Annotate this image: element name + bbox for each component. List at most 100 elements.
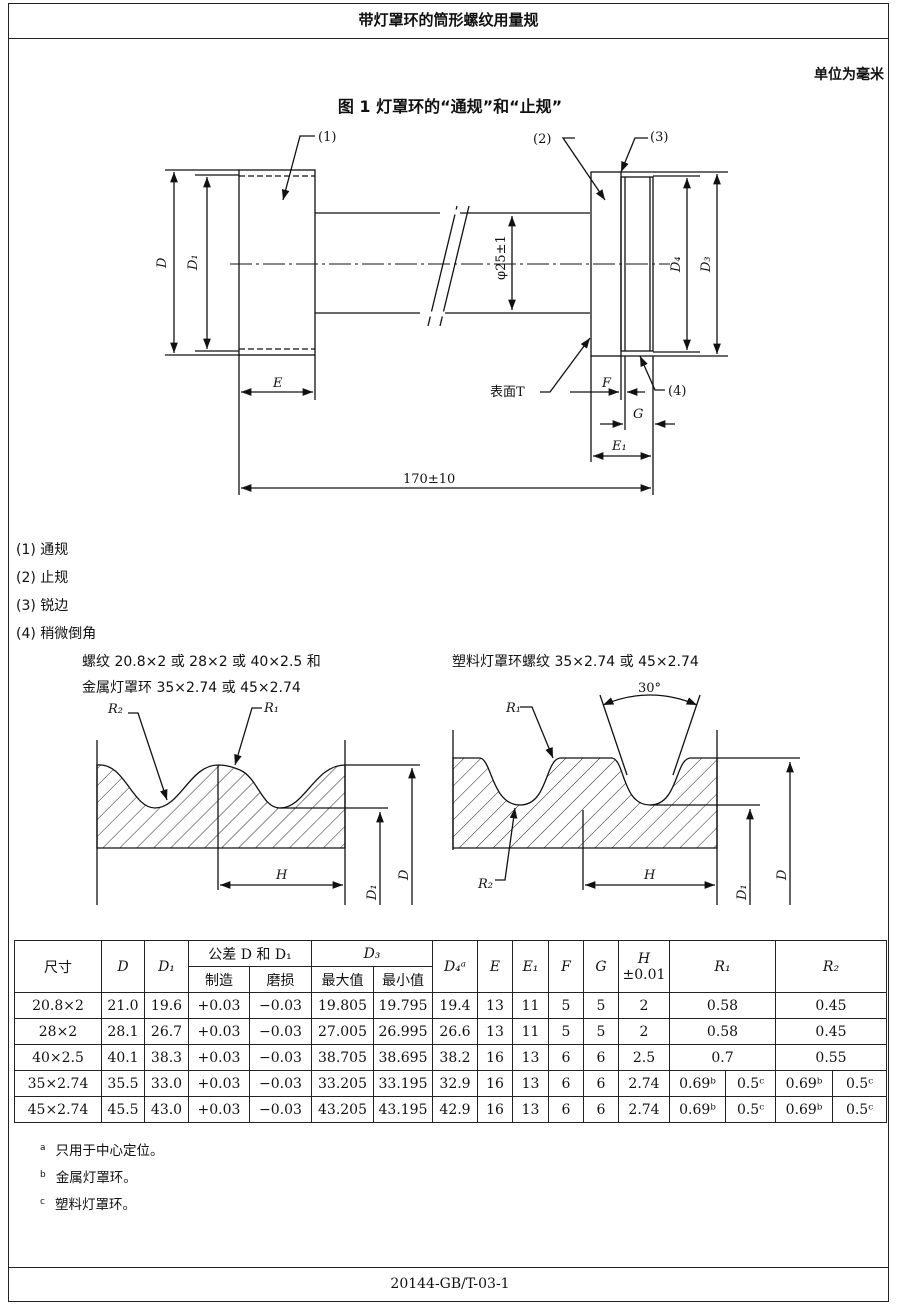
table-cell: 5 (548, 992, 584, 1019)
header-E1: E₁ (522, 958, 539, 975)
header-D3: D₃ (363, 945, 381, 962)
table-cell: −0.03 (249, 992, 312, 1019)
legend-item: (2) 止规 (16, 570, 69, 586)
callout-4: (4) (668, 384, 686, 399)
table-cell: 5 (583, 1018, 619, 1045)
table-cell: 13 (477, 1018, 513, 1045)
header-H-tol: ±0.01 (622, 966, 666, 983)
label-H-right: H (643, 868, 656, 883)
table-cell: 0.5ᶜ (725, 1070, 776, 1097)
table-cell: 45.5 (101, 1096, 145, 1123)
table-cell: 13 (512, 1096, 549, 1123)
table-cell: 6 (548, 1044, 584, 1071)
table-cell: 0.5ᶜ (832, 1070, 887, 1097)
table-cell: 6 (583, 1070, 619, 1097)
table-cell: 35×2.74 (14, 1070, 102, 1097)
table-cell: 5 (583, 992, 619, 1019)
table-cell: 0.58 (669, 1018, 776, 1045)
dim-G: G (633, 407, 643, 422)
header-F: F (561, 958, 571, 975)
header-wear: 磨损 (249, 966, 312, 993)
table-cell: 43.205 (311, 1096, 374, 1123)
table-cell: 16 (477, 1044, 513, 1071)
table-cell: 6 (548, 1070, 584, 1097)
label-angle: 30° (638, 681, 661, 696)
label-R1-left: R₁ (263, 701, 279, 716)
table-cell: 43.0 (144, 1096, 189, 1123)
table-cell: 35.5 (101, 1070, 145, 1097)
table-cell: 0.55 (775, 1044, 887, 1071)
table-cell: 26.6 (432, 1018, 478, 1045)
table-cell: 28.1 (101, 1018, 145, 1045)
dim-E: E (272, 376, 283, 391)
dim-D4: D₄ (669, 256, 684, 273)
table-cell: 11 (512, 992, 549, 1019)
dimension-table: 尺寸 D D₁ 公差 D 和 D₁ D₃ D₄ᵃ E E₁ F G H±0.01… (14, 940, 887, 1123)
table-cell: 6 (548, 1096, 584, 1123)
table-cell: 13 (512, 1070, 549, 1097)
table-cell: 0.5ᶜ (725, 1096, 776, 1123)
table-cell: 16 (477, 1096, 513, 1123)
table-cell: 38.705 (311, 1044, 374, 1071)
table-cell: 0.58 (669, 992, 776, 1019)
table-cell: 21.0 (101, 992, 145, 1019)
table-cell: 2 (618, 1018, 670, 1045)
legend-item: (1) 通规 (16, 542, 69, 558)
table-cell: 0.5ᶜ (832, 1096, 887, 1123)
table-cell: −0.03 (249, 1044, 312, 1071)
footer-divider (8, 1267, 889, 1268)
table-cell: 26.7 (144, 1018, 189, 1045)
table-cell: 32.9 (432, 1070, 478, 1097)
profile-left-caption-2: 金属灯罩环 35×2.74 或 45×2.74 (82, 680, 301, 696)
label-R2-right: R₂ (477, 877, 493, 892)
dim-D1: D₁ (186, 254, 201, 271)
header-R2: R₂ (822, 958, 840, 975)
header-H: H (637, 950, 651, 967)
table-cell: 13 (477, 992, 513, 1019)
table-cell: 6 (583, 1044, 619, 1071)
header-D4: D₄ᵃ (443, 958, 467, 975)
table-cell: 0.45 (775, 992, 887, 1019)
table-cell: 0.69ᵇ (775, 1070, 833, 1097)
table-cell: 19.6 (144, 992, 189, 1019)
go-gauge (165, 169, 316, 356)
header-R1: R₁ (714, 958, 731, 975)
table-cell: 2.74 (618, 1096, 670, 1123)
table-cell: 16 (477, 1070, 513, 1097)
header-D: D (117, 958, 129, 975)
label-R2-left: R₂ (107, 702, 123, 717)
legend-item: (3) 锐边 (16, 598, 69, 614)
table-cell: 11 (512, 1018, 549, 1045)
figure-title: 图 1 灯罩环的“通规”和“止规” (337, 97, 563, 116)
header-make: 制造 (188, 966, 250, 993)
header-G: G (595, 958, 607, 975)
table-cell: +0.03 (188, 1044, 250, 1071)
callout-1: (1) (318, 130, 336, 145)
table-cell: 0.45 (775, 1018, 887, 1045)
table-cell: 0.69ᵇ (669, 1096, 726, 1123)
table-cell: 20.8×2 (14, 992, 102, 1019)
surface-T-label: 表面T (490, 385, 525, 400)
dim-length: 170±10 (403, 472, 455, 487)
table-cell: 40.1 (101, 1044, 145, 1071)
table-cell: 19.795 (373, 992, 433, 1019)
callout-2: (2) (533, 132, 551, 147)
header-size: 尺寸 (14, 940, 102, 993)
table-cell: +0.03 (188, 1070, 250, 1097)
table-cell: 42.9 (432, 1096, 478, 1123)
table-cell: 33.205 (311, 1070, 374, 1097)
table-cell: 38.2 (432, 1044, 478, 1071)
table-cell: −0.03 (249, 1070, 312, 1097)
table-cell: 27.005 (311, 1018, 374, 1045)
header-min: 最小值 (373, 966, 433, 993)
nogo-gauge (590, 171, 728, 357)
table-cell: +0.03 (188, 992, 250, 1019)
table-cell: 5 (548, 1018, 584, 1045)
